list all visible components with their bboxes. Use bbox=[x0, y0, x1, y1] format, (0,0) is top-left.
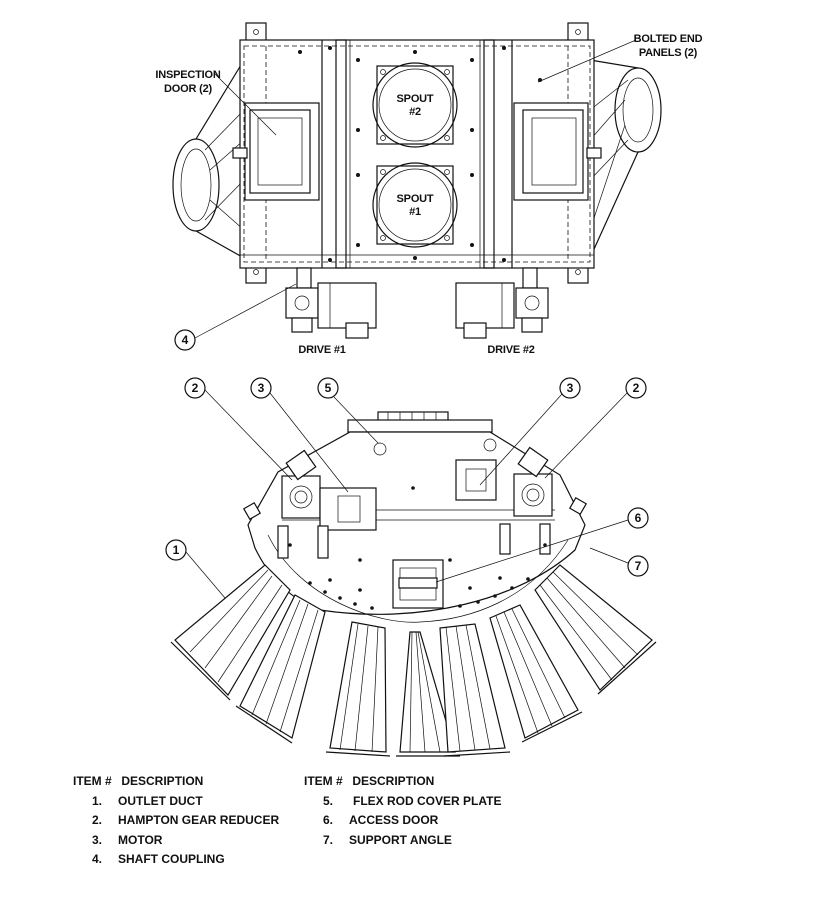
legend-left: ITEM # DESCRIPTION 1. OUTLET DUCT 2. HAMPT… bbox=[73, 772, 279, 870]
drive-1-assembly bbox=[285, 267, 377, 339]
legend-right-header: ITEM # DESCRIPTION bbox=[304, 772, 501, 792]
balloon-6 bbox=[627, 507, 649, 529]
balloon-4 bbox=[174, 329, 196, 351]
legend-row: 1. OUTLET DUCT bbox=[73, 792, 279, 812]
technical-drawing: SPOUT #2 SPOUT #1 bbox=[155, 22, 703, 757]
legend-header-description: DESCRIPTION bbox=[352, 774, 435, 788]
support-angle-right bbox=[539, 523, 551, 555]
leader-bolted-end-panels bbox=[537, 39, 637, 83]
legend-row: 4. SHAFT COUPLING bbox=[73, 850, 279, 870]
legend-item-description: ACCESS DOOR bbox=[349, 813, 439, 827]
legend-item-number: 6. bbox=[322, 813, 333, 827]
legend-left-header: ITEM # DESCRIPTION bbox=[73, 772, 279, 792]
spout-1 bbox=[372, 162, 458, 248]
legend-row: 6. ACCESS DOOR bbox=[304, 811, 501, 831]
balloon-3-right-label: 3 bbox=[567, 381, 574, 395]
housing-bolts bbox=[298, 46, 542, 262]
access-door bbox=[392, 559, 444, 609]
balloon-7-label: 7 bbox=[635, 559, 642, 573]
legend-item-number: 7. bbox=[322, 832, 333, 847]
inspection-door-callout-line2: DOOR (2) bbox=[164, 83, 212, 95]
gear-reducer-left bbox=[281, 449, 321, 519]
balloon-7 bbox=[627, 555, 649, 577]
gear-reducer-right bbox=[513, 446, 553, 517]
legend-item-description: MOTOR bbox=[118, 832, 163, 847]
leader-inspection-door bbox=[213, 72, 277, 136]
front-view: 2 3 5 3 2 1 6 7 bbox=[165, 377, 657, 757]
balloon-1-label: 1 bbox=[173, 543, 180, 557]
legend-row: 7. SUPPORT ANGLE bbox=[304, 831, 501, 851]
spout1-label-line1: SPOUT bbox=[397, 193, 434, 205]
left-side-cone bbox=[172, 59, 245, 259]
legend-item-description: HAMPTON GEAR REDUCER bbox=[118, 813, 280, 827]
spout1-label-line2: #1 bbox=[409, 206, 421, 218]
motor-left bbox=[319, 487, 377, 531]
balloon-1 bbox=[165, 539, 187, 561]
outlet-ducts bbox=[170, 564, 657, 757]
spout-2 bbox=[372, 62, 458, 148]
inspection-door-left bbox=[232, 102, 320, 201]
legend-header-description: DESCRIPTION bbox=[121, 774, 204, 788]
legend-item-number: 1. bbox=[91, 793, 102, 808]
legend-header-item: ITEM # bbox=[73, 774, 112, 788]
legend-item-description: FLEX ROD COVER PLATE bbox=[353, 793, 502, 808]
leader-shaft-coupling bbox=[194, 283, 297, 339]
legend-item-description: SHAFT COUPLING bbox=[118, 852, 225, 866]
legend-item-description: SUPPORT ANGLE bbox=[349, 832, 452, 847]
balloon-2-right bbox=[625, 377, 647, 399]
drive-1-label: DRIVE #1 bbox=[298, 344, 345, 356]
balloon-3-left-label: 3 bbox=[258, 381, 265, 395]
legend-row: 3. MOTOR bbox=[73, 831, 279, 851]
drive-2-assembly bbox=[455, 267, 549, 339]
callout-balloons: 2 3 5 3 2 1 6 7 bbox=[165, 377, 649, 599]
legend-item-number: 4. bbox=[91, 852, 102, 866]
spout2-label-line2: #2 bbox=[409, 106, 421, 118]
flex-rod-cover-plate bbox=[373, 442, 387, 456]
legend-item-number: 5. bbox=[322, 793, 333, 808]
balloon-4-label: 4 bbox=[182, 333, 189, 347]
legend-header-item: ITEM # bbox=[304, 774, 343, 788]
balloon-6-label: 6 bbox=[635, 511, 642, 525]
legend-item-description: OUTLET DUCT bbox=[118, 793, 203, 808]
balloon-3-left bbox=[250, 377, 272, 399]
bolted-end-panels-callout-line2: PANELS (2) bbox=[639, 47, 698, 59]
bolted-end-panels-callout-line1: BOLTED END bbox=[634, 33, 703, 45]
legend-right: ITEM # DESCRIPTION 5. FLEX ROD COVER PLAT… bbox=[304, 772, 501, 850]
balloon-2-right-label: 2 bbox=[633, 381, 640, 395]
front-bolts bbox=[288, 486, 547, 610]
balloon-2-left-label: 2 bbox=[192, 381, 199, 395]
balloon-3-right bbox=[559, 377, 581, 399]
right-side-cone bbox=[589, 59, 662, 259]
balloon-5-label: 5 bbox=[325, 381, 332, 395]
balloon-2-left bbox=[184, 377, 206, 399]
legend-row: 5. FLEX ROD COVER PLATE bbox=[304, 792, 501, 812]
balloon-5 bbox=[317, 377, 339, 399]
legend-item-number: 3. bbox=[91, 832, 102, 847]
motor-right bbox=[455, 459, 497, 501]
legend-row: 2. HAMPTON GEAR REDUCER bbox=[73, 811, 279, 831]
top-view: SPOUT #2 SPOUT #1 bbox=[155, 22, 703, 356]
support-angle-left bbox=[277, 525, 289, 559]
legend-item-number: 2. bbox=[91, 813, 102, 827]
inspection-door-right bbox=[513, 102, 602, 201]
inspection-door-callout-line1: INSPECTION bbox=[155, 69, 220, 81]
drive-2-label: DRIVE #2 bbox=[487, 344, 534, 356]
spout2-label-line1: SPOUT bbox=[397, 93, 434, 105]
